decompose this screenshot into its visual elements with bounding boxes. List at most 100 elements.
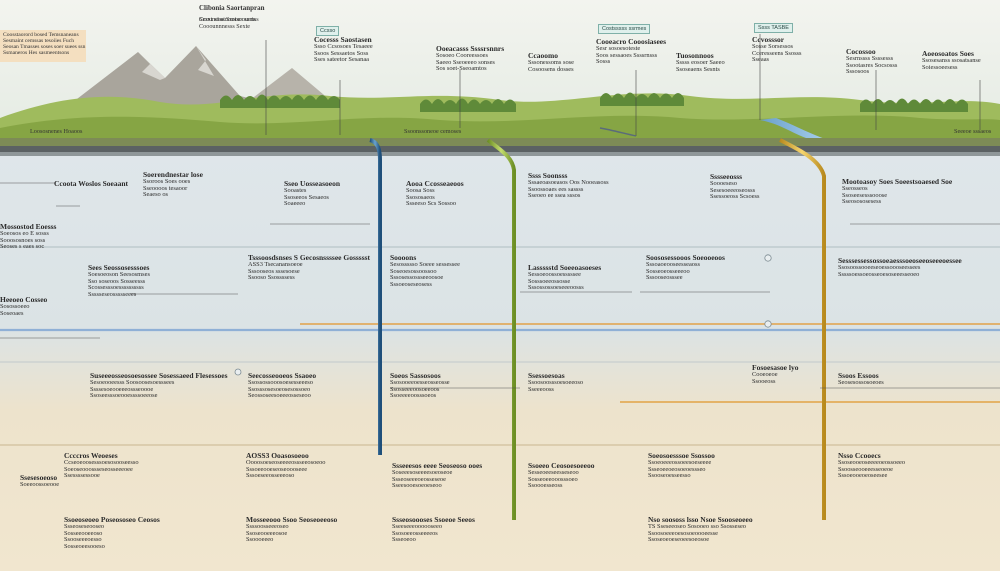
layer-label: Ccoota Woslos Soeaant xyxy=(54,180,128,188)
left-note-line: Coosstaorord bosed Temsnaneans xyxy=(3,32,79,38)
sky-label-title: Cocesss Saostasen xyxy=(314,35,372,44)
sky-label-title: Ccvosssor xyxy=(752,35,785,44)
sky-caption-line: Ccounetss Ssoiscouenss xyxy=(199,16,259,23)
layer-label-line: Soseeesoseeeesoeoseoe xyxy=(392,468,453,476)
layer-label-line: Sssoaoeooseesseaoss xyxy=(646,260,700,268)
layer-label-title: Heeoeo Cosseo xyxy=(0,295,48,304)
left-note-line: Seosan Tmasses soses soer suees ssn xyxy=(3,44,86,51)
layer-label-line: Ssoseooeeeosoe xyxy=(246,529,288,537)
layer-label-line: Scossesssoessssssssss xyxy=(88,284,144,292)
layer-label-line: Sssossossoeseeeoosss xyxy=(528,284,584,292)
sky-label-line: Sssss eosoer Saeeo xyxy=(676,58,725,66)
layer-label: Sesssessessossoeaesssoeoseeoseeeoessee S… xyxy=(838,257,962,278)
layer-label-line: Ssoseooeoseeeeoeossoeeo xyxy=(838,458,906,466)
layer-label: Fosoesasoe lyo Cooeoeoe Ssooeoss xyxy=(752,364,798,385)
layer-label: Soerendnestar lose Ssoroos Soes ooes Sse… xyxy=(143,171,203,199)
layer-label-line: Ssoosoeeeoesosoeoooeesse xyxy=(648,529,718,537)
layer-label: Lassssstd Soeeoasoeses Sessoeoossoesssss… xyxy=(528,264,601,292)
layer-label-line: Soooeseso xyxy=(710,179,737,187)
layer-label: Ssseosoooses Ssoeoe Seeos Sseeseeeooooos… xyxy=(392,516,475,544)
sky-label-line: Ssoos Sessaetos Soss xyxy=(314,49,369,57)
layer-label-line: Soseoesossoossoo xyxy=(390,267,437,275)
layer-label-line: Ssosoossooeeseoessoooseessees xyxy=(838,263,921,271)
sky-caption-line: Sesxt stastrcmoes seris xyxy=(199,16,256,23)
layer-label-line: Ssseeso Scs Sossoo xyxy=(406,200,457,208)
layer-label-line: Sseosososesess xyxy=(842,198,882,206)
layer-label-line: Sssoeooeoeoseesee xyxy=(838,472,888,480)
layer-label-line: Sesseoeeseesseseoo xyxy=(528,468,579,476)
layer-label-line: Ssoseesssoeooessssoeeose xyxy=(90,392,158,400)
sky-label-title: Ccaoomo xyxy=(528,51,558,60)
layer-label-title: Ccccros Weoeses xyxy=(64,451,118,460)
layer-label-line: Ssessoeoss Scsoess xyxy=(710,193,760,201)
layer-label-title: Suseeeosseosoesossee Sosessaeed Flesesso… xyxy=(90,371,228,380)
layer-label-title: Sseo Uosseasoeon xyxy=(284,179,341,188)
layer-label-line: Ssooeoss xyxy=(752,377,776,385)
layer-label-line: Sseeseeeoooooseeo xyxy=(392,522,443,530)
layer-label-line: Ssssseseossssseees xyxy=(88,291,137,299)
sky-label-line: Sosse Sorsessos xyxy=(752,42,794,50)
sky-label-title: Tuosonnoos xyxy=(676,51,714,60)
layer-label-title: Ssesesoeoso xyxy=(20,473,58,482)
layer-label: Sssseeosss Soooeseso Sesesoeeeoseosss Ss… xyxy=(710,173,760,201)
layer-label-line: Sosossoeeo xyxy=(0,302,30,310)
layer-label-line: Ssooseeeoesso xyxy=(64,536,102,544)
layer-label-line: Sssooseosssee xyxy=(646,274,683,282)
layer-label-line: Ssossossooosoesesseeeso xyxy=(248,378,313,386)
sky-label-line: Cosoosens dosses xyxy=(528,65,574,73)
sky-label: Ccvosssor Sosse Sorsessos Cceresseens Ss… xyxy=(752,36,802,64)
layer-label-line: Sseeeooss xyxy=(528,385,554,393)
layer-label-title: Soeos Sassosoos xyxy=(390,371,441,380)
layer-label-line: Sessoeoossoesssssee xyxy=(528,270,581,278)
sky-caption: Ccounetss Ssoiscouenss Sesxt stastrcmoes… xyxy=(199,16,259,30)
layer-label-line: Sso soseoos Sosseesss xyxy=(88,277,146,285)
layer-label-line: Ssoroos Soes ooes xyxy=(143,177,191,185)
layer-label-title: Ssoeoseoeo Poseososeo Ceosos xyxy=(64,515,160,524)
layer-label-line: Soaeeeo xyxy=(284,200,306,208)
layer-label-line: Ssssesoeooeeeossseoooe xyxy=(90,385,154,393)
layer-label: Suseeeosseosoesossee Sosessaeed Flesesso… xyxy=(90,372,228,400)
layer-label: Soeosoesssoe Ssossoo Ssoeoeeeossoeesoese… xyxy=(648,452,715,480)
tag-label-3: Ssss TASBE xyxy=(754,23,793,33)
layer-label-line: Sseoooos tesaoor xyxy=(143,184,188,192)
layer-label-title: Ssessoesoas xyxy=(528,371,565,380)
ground-label: Ssoonssoneoe cemoses xyxy=(404,128,462,135)
layer-label: Nsso Ccooecs Ssoseooeoseeeeoeossoeeo Sso… xyxy=(838,452,905,480)
layer-label-line: Seoses s eaes soc xyxy=(0,243,45,251)
layer-label-line: Sosssoeeossosse xyxy=(528,277,571,285)
sky-label: Cooeacro Cooosiasees Sesr sosoesoteste S… xyxy=(596,38,666,66)
layer-label: Aooa Ccosseaeoos Soosa Soss Ssososaeos S… xyxy=(406,180,464,208)
layer-label-title: Soerendnestar lose xyxy=(143,170,203,179)
layer-label-title: Ssseeesos eeee Seoseoso ooes xyxy=(392,461,483,470)
top-title: Clibonia Saortanpran xyxy=(199,4,265,12)
left-note-line: Ssmaneros Hes sasmeentsons xyxy=(3,50,70,57)
layer-label-line: Ssseoseeeoeosseseoe xyxy=(392,475,446,483)
sky-label-title: Ooeacasss Ssssrsnnrs xyxy=(436,44,505,53)
layer-label-line: Soeoseooossseseosseeeoee xyxy=(64,465,133,473)
layer-label-line: Ssoosseooeeesseoeoe xyxy=(838,465,894,473)
layer-label-line: Oooosoeseoseeeeossseeosoeoo xyxy=(246,458,326,466)
layer-label-line: Ssessssessooe xyxy=(64,472,100,480)
layer-label-line: Soosa Soss xyxy=(406,186,435,194)
layer-label-line: Cooeoeoe xyxy=(752,370,778,378)
sky-label: Cocesss Saostasen Ssso Ccsosoes Tesaeee … xyxy=(314,36,373,64)
layer-label-title: Sesssessessossoeaesssoeoseeoseeeoessee xyxy=(838,256,962,265)
sky-label-line: Sssonessoms sose xyxy=(528,58,574,66)
sky-label: Tuosonnoos Sssss eosoer Saeeo Ssoseaens … xyxy=(676,52,725,73)
layer-label: Soososessooos Soeooeoos Sssoaoeooseessea… xyxy=(646,254,725,282)
layer-label-line: Ssososaeos xyxy=(406,193,435,201)
layer-label: Nso soososs lsso Nsoe Ssooseoeeo TS Sses… xyxy=(648,516,753,544)
layer-label-line: Ssseoeoo xyxy=(392,536,416,544)
sky-label-line: Soiessoeesess xyxy=(922,63,958,71)
sky-label-title: Aoeosoatos Soes xyxy=(922,49,974,58)
layer-label-title: Ssseosoooses Ssoeoe Seeos xyxy=(392,515,475,524)
sky-label-line: Sesr sosoesoteste xyxy=(596,44,641,52)
sky-label-line: Sosoeo Cooreessoes xyxy=(436,51,489,59)
layer-label-title: Lassssstd Soeeoasoeses xyxy=(528,263,602,272)
sky-label-line: Sos soet-Sseoamtos xyxy=(436,65,487,73)
sky-label: Cocossoo Sesrnssss Ssssesss Ssootasres S… xyxy=(846,48,897,76)
layer-label-line: Ccseoeoosesssoesosooseesso xyxy=(64,458,139,466)
layer-label-line: Sssoeseeosseeeoso xyxy=(246,472,295,480)
layer-label-line: Ssooseoesseesso xyxy=(648,472,691,480)
sky-label: Ccaoomo Sssonessoms sose Cosoosens dosse… xyxy=(528,52,574,73)
